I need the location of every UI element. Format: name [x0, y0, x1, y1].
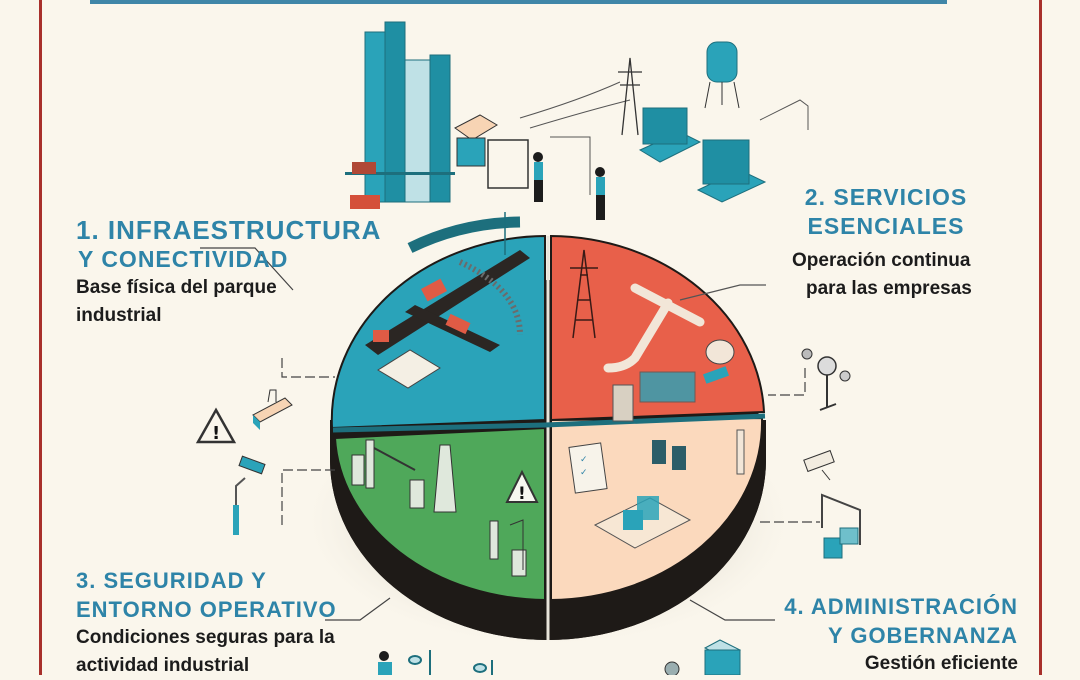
bollard-icon — [736, 429, 745, 475]
top-title-bar — [90, 0, 947, 4]
gear-icon — [664, 661, 680, 675]
pie-divider-horizontal — [332, 413, 766, 433]
connector-lines-left — [200, 247, 335, 525]
section-title-line2: ENTORNO OPERATIVO — [76, 597, 337, 622]
section-seguridad: 3. SEGURIDAD Y ENTORNO OPERATIVO Condici… — [76, 566, 337, 680]
frame-right-border — [1039, 0, 1042, 675]
office-building-icon — [593, 496, 692, 549]
section-servicios: 2. SERVICIOS ESENCIALES Operación contin… — [776, 183, 996, 303]
section-title: 3. SEGURIDAD Y — [76, 568, 267, 593]
server-rack-icon — [612, 371, 696, 470]
svg-text:✓: ✓ — [580, 455, 588, 465]
chimney-icon — [433, 444, 457, 513]
cable-lines — [519, 81, 631, 195]
svg-text:!: ! — [518, 484, 526, 504]
section-description: Base física del parque — [76, 277, 277, 298]
section-description: Operación continua — [792, 250, 971, 271]
cctv-camera-icon — [803, 449, 835, 481]
section-administracion: 4. ADMINISTRACIÓN Y GOBERNANZA Gestión e… — [740, 592, 1018, 678]
section-description: Condiciones seguras para la — [76, 627, 335, 648]
street-lamp-icon — [489, 519, 527, 577]
section-infraestructura: 1. INFRAESTRUCTURA Y CONECTIVIDAD Base f… — [76, 216, 381, 330]
accent-arc — [407, 216, 521, 253]
section-description-line2: industrial — [76, 305, 162, 326]
section-title: 4. ADMINISTRACIÓN — [784, 594, 1018, 619]
section-title-line2: ESENCIALES — [807, 213, 965, 239]
section-description-line2: actividad industrial — [76, 655, 250, 676]
switch-box-icon — [252, 389, 293, 430]
truck-icon — [373, 278, 471, 342]
pie-quadrant-infraestructura[interactable] — [330, 234, 546, 430]
power-tower-icon — [570, 249, 598, 339]
satellite-dish-icon — [703, 339, 735, 384]
svg-text:!: ! — [212, 423, 220, 444]
gauge-icon — [801, 348, 851, 411]
section-title: 2. SERVICIOS — [804, 184, 968, 210]
warning-icon: ! — [505, 469, 539, 504]
cctv-camera-icon — [233, 455, 266, 535]
office-building-icon — [703, 639, 742, 675]
street-lamp-icon — [408, 650, 493, 675]
water-tank-icon — [704, 41, 740, 109]
factory-towers-icon — [345, 21, 455, 209]
railway-icon — [458, 259, 523, 336]
section-title-line2: Y CONECTIVIDAD — [78, 246, 289, 272]
pipeline-icon — [603, 283, 705, 373]
hvac-unit-icon — [638, 99, 809, 203]
kiosk-icon — [821, 493, 861, 559]
svg-text:✓: ✓ — [580, 468, 588, 478]
section-title-line2: Y GOBERNANZA — [827, 623, 1018, 648]
security-gate-icon — [351, 439, 425, 509]
section-description-line2: para las empresas — [806, 278, 972, 299]
worker-icon — [533, 152, 605, 220]
section-title: 1. INFRAESTRUCTURA — [76, 215, 382, 245]
power-tower-icon — [618, 57, 642, 136]
section-description: Gestión eficiente — [864, 653, 1018, 674]
connector-lines-right — [325, 284, 820, 621]
worker-icon — [378, 651, 392, 675]
clipboard-icon: ✓ ✓ — [568, 442, 608, 494]
guardhouse-gate-icon — [454, 114, 529, 189]
warning-icon: ! — [195, 407, 237, 444]
map-tile-icon — [377, 349, 441, 389]
frame-left-border — [39, 0, 42, 675]
